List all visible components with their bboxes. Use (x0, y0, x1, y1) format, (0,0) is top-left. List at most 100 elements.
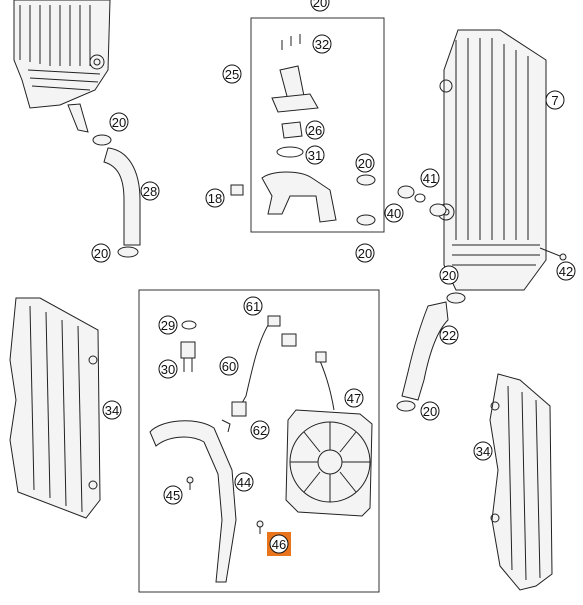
callout-circle (420, 401, 440, 421)
callout-7: 7 (545, 90, 565, 110)
hose-clamp-right-top (446, 292, 466, 304)
callout-20: 20 (310, 0, 330, 12)
callout-circle (355, 153, 375, 173)
callout-number: 20 (358, 156, 372, 171)
callout-44: 44 (234, 472, 254, 492)
callout-26: 26 (305, 120, 325, 140)
callout-20: 20 (439, 265, 459, 285)
left-radiator (13, 0, 111, 133)
callout-number: 20 (94, 246, 108, 261)
callout-circle (384, 203, 404, 223)
callout-circle (420, 168, 440, 188)
callout-number: 45 (166, 488, 180, 503)
washer-40 (429, 203, 447, 217)
screw-46 (256, 520, 264, 534)
callout-number: 60 (222, 359, 236, 374)
callout-circle (439, 265, 459, 285)
callout-22: 22 (439, 325, 459, 345)
callout-circle (269, 534, 289, 554)
callout-circle (355, 243, 375, 263)
callout-circle (102, 400, 122, 420)
callout-34: 34 (102, 400, 122, 420)
callout-18: 18 (205, 188, 225, 208)
callout-circle (305, 145, 325, 165)
callout-circle (243, 296, 263, 316)
callout-40: 40 (384, 203, 404, 223)
screw-45 (186, 476, 194, 490)
hose-clamp-left-top (92, 134, 112, 146)
callout-number: 42 (559, 264, 573, 279)
callout-number: 34 (476, 444, 490, 459)
fan-group-box (138, 289, 380, 593)
hose-clamp-center-bottom (356, 214, 376, 226)
callout-42: 42 (556, 261, 576, 281)
callout-number: 29 (161, 318, 175, 333)
right-radiator (437, 29, 547, 291)
callout-circle (310, 0, 330, 12)
callout-34: 34 (473, 441, 493, 461)
callout-30: 30 (158, 359, 178, 379)
callout-number: 32 (315, 37, 329, 52)
callout-circle (305, 120, 325, 140)
callout-circle (163, 485, 183, 505)
callout-62: 62 (250, 420, 270, 440)
o-ring-29 (181, 320, 197, 330)
callout-number: 47 (347, 391, 361, 406)
callout-number: 20 (442, 268, 456, 283)
callout-60: 60 (219, 356, 239, 376)
callout-circle (344, 388, 364, 408)
callout-circle (158, 315, 178, 335)
callout-number: 7 (551, 93, 558, 108)
callout-number: 62 (253, 423, 267, 438)
callout-circle (205, 188, 225, 208)
temperature-switch-30 (180, 341, 196, 372)
callout-circle (91, 243, 111, 263)
callout-20: 20 (109, 112, 129, 132)
callout-circle (140, 181, 160, 201)
callout-circle (556, 261, 576, 281)
thermostat-group-box (250, 17, 385, 233)
callout-47: 47 (344, 388, 364, 408)
fan-bracket-44 (149, 420, 237, 583)
grommet-41 (397, 185, 426, 203)
callout-number: 25 (225, 67, 239, 82)
callout-number: 26 (308, 123, 322, 138)
hose-clamp-left-bottom (117, 246, 139, 258)
callout-circle (312, 34, 332, 54)
callout-20: 20 (355, 243, 375, 263)
callout-number: 20 (358, 246, 372, 261)
callout-20: 20 (91, 243, 111, 263)
callout-circle (219, 356, 239, 376)
callout-31: 31 (305, 145, 325, 165)
callout-number: 34 (105, 403, 119, 418)
thermostat-housing (261, 34, 337, 223)
callout-20: 20 (355, 153, 375, 173)
hose-clamp-right-bottom (396, 400, 416, 412)
callout-circle (158, 359, 178, 379)
cable-60 (231, 315, 297, 417)
callout-circle (234, 472, 254, 492)
callout-46: 46 (267, 532, 291, 556)
callout-number: 61 (246, 299, 260, 314)
callout-circle (473, 441, 493, 461)
plug-18 (230, 184, 244, 196)
callout-number: 41 (423, 171, 437, 186)
callout-number: 20 (423, 404, 437, 419)
fan-47 (285, 351, 373, 517)
radiator-shroud-right (489, 373, 553, 591)
callout-number: 30 (161, 362, 175, 377)
callout-number: 46 (272, 537, 286, 552)
callout-circle (109, 112, 129, 132)
hose-28 (103, 147, 141, 246)
callout-number: 20 (112, 115, 126, 130)
hose-clamp-center-top (356, 174, 376, 186)
callout-29: 29 (158, 315, 178, 335)
callout-number: 20 (313, 0, 327, 10)
callout-32: 32 (312, 34, 332, 54)
hose-22 (401, 301, 449, 401)
callout-25: 25 (222, 64, 242, 84)
callout-number: 31 (308, 148, 322, 163)
